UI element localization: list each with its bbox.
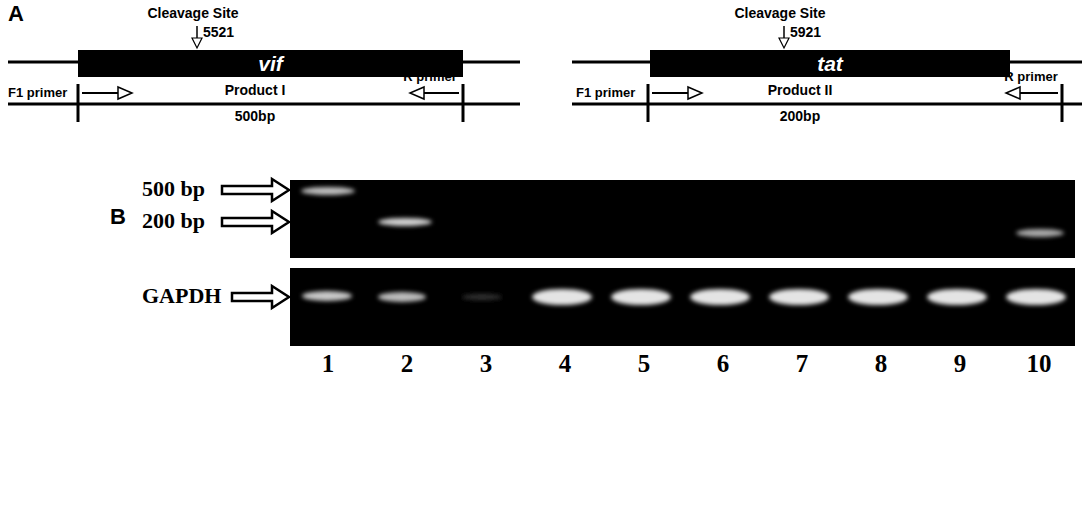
panel-letter: B	[110, 205, 126, 229]
gel-band	[532, 289, 592, 305]
annotation: 500bp	[235, 109, 275, 124]
gel-image	[290, 180, 1075, 258]
primer-arrow-head	[1006, 87, 1020, 99]
primer-arrow-head	[118, 87, 132, 99]
lane-number: 4	[559, 350, 572, 378]
gel-band	[302, 291, 352, 301]
annotation: 5521	[203, 25, 234, 40]
lane-number: 8	[875, 350, 888, 378]
cleavage-arrow-head	[779, 38, 789, 48]
gel-band	[378, 218, 432, 226]
primer-arrow	[424, 92, 459, 94]
gel-band	[462, 294, 502, 300]
cleavage-arrow	[783, 26, 785, 38]
annotation: Cleavage Site	[147, 6, 238, 21]
annotation: R primer	[1004, 70, 1057, 84]
annotation: F1 primer	[8, 86, 67, 100]
gel-band	[301, 187, 355, 195]
primer-arrow	[652, 92, 688, 94]
panel-letter: A	[8, 2, 24, 26]
lane-number: 6	[717, 350, 730, 378]
lane-number: 7	[796, 350, 809, 378]
gel-band	[769, 289, 829, 305]
lane-number: 3	[480, 350, 493, 378]
lane-number: 9	[954, 350, 967, 378]
cleavage-arrow	[196, 26, 198, 38]
gel-band	[1016, 229, 1064, 237]
gel-bands	[301, 187, 1066, 305]
marker-label: GAPDH	[142, 284, 221, 308]
annotation: Product II	[768, 83, 833, 98]
primer-tick	[77, 84, 80, 122]
marker-arrow	[232, 286, 289, 308]
lane-number: 2	[401, 350, 414, 378]
primer-arrow	[82, 92, 118, 94]
primer-tick	[1061, 84, 1064, 122]
marker-arrow	[222, 179, 289, 201]
gel-band	[611, 289, 671, 305]
annotation: 200bp	[780, 109, 820, 124]
lane-number: 1	[322, 350, 335, 378]
annotation: Product I	[225, 83, 286, 98]
marker-label: 500 bp	[142, 177, 205, 201]
primer-tick	[462, 84, 465, 122]
primer-arrow-head	[410, 87, 424, 99]
gel-band	[690, 289, 750, 305]
cleavage-arrow-head	[192, 38, 202, 48]
gene-name: vif	[258, 53, 283, 74]
annotation: R primer	[403, 70, 456, 84]
gel-band	[378, 292, 426, 302]
gene-box: tat	[650, 50, 1010, 77]
primer-arrow	[1020, 92, 1058, 94]
lane-number: 10	[1027, 350, 1052, 378]
gene-name: tat	[817, 53, 843, 74]
marker-arrow	[222, 211, 289, 233]
gel-band	[848, 289, 908, 305]
product-line	[8, 103, 520, 106]
gel-image	[290, 268, 1075, 346]
annotation: Cleavage Site	[734, 6, 825, 21]
marker-label: 200 bp	[142, 209, 205, 233]
gel-band	[927, 289, 987, 305]
lane-number: 5	[638, 350, 651, 378]
gel-band	[1006, 289, 1066, 305]
primer-tick	[647, 84, 650, 122]
annotation: 5921	[790, 25, 821, 40]
annotation: F1 primer	[576, 86, 635, 100]
primer-arrow-head	[688, 87, 702, 99]
